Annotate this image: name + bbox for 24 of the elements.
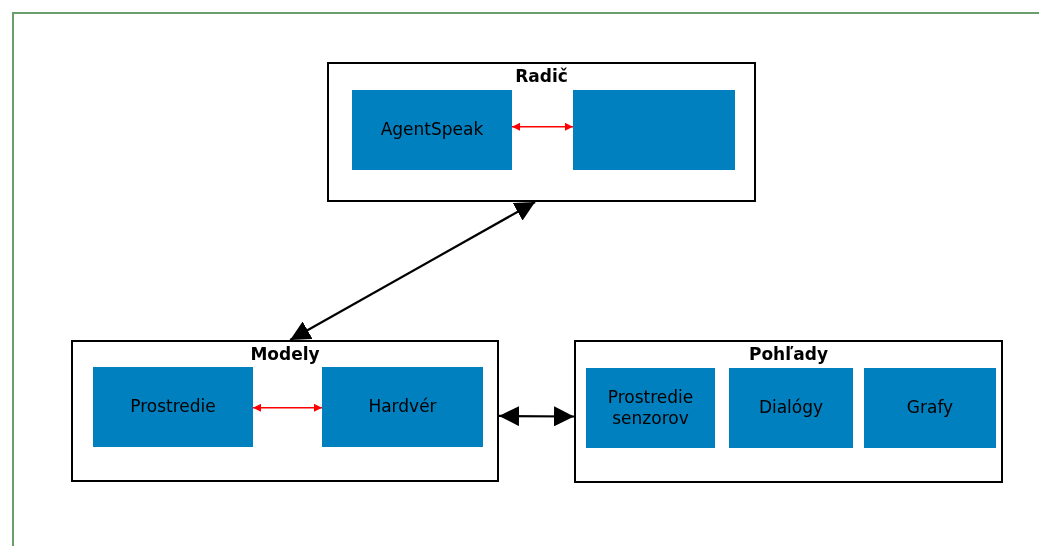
container-box bbox=[574, 340, 1003, 483]
box-label: Grafy bbox=[905, 397, 955, 419]
double-arrow bbox=[499, 406, 574, 427]
container-box bbox=[71, 340, 499, 482]
double-arrow bbox=[289, 201, 536, 341]
container-box bbox=[327, 62, 756, 202]
box-heading: Modely bbox=[249, 344, 321, 364]
component-box bbox=[322, 367, 483, 447]
component-box bbox=[864, 368, 996, 448]
component-box bbox=[93, 367, 253, 447]
double-arrow bbox=[511, 122, 574, 131]
box-label: Dialógy bbox=[757, 397, 825, 419]
box-label: Prostredie senzorov bbox=[606, 386, 695, 430]
outer-frame bbox=[12, 12, 1039, 546]
component-box bbox=[352, 90, 512, 170]
box-heading: Radič bbox=[514, 66, 569, 86]
box-heading: Pohľady bbox=[747, 344, 830, 364]
box-label: Prostredie bbox=[129, 396, 217, 418]
double-arrow bbox=[252, 403, 323, 412]
component-box bbox=[586, 368, 715, 448]
component-box bbox=[729, 368, 853, 448]
box-label: AgentSpeak bbox=[379, 119, 485, 141]
component-box bbox=[573, 90, 735, 170]
box-label: Hardvér bbox=[367, 396, 438, 418]
